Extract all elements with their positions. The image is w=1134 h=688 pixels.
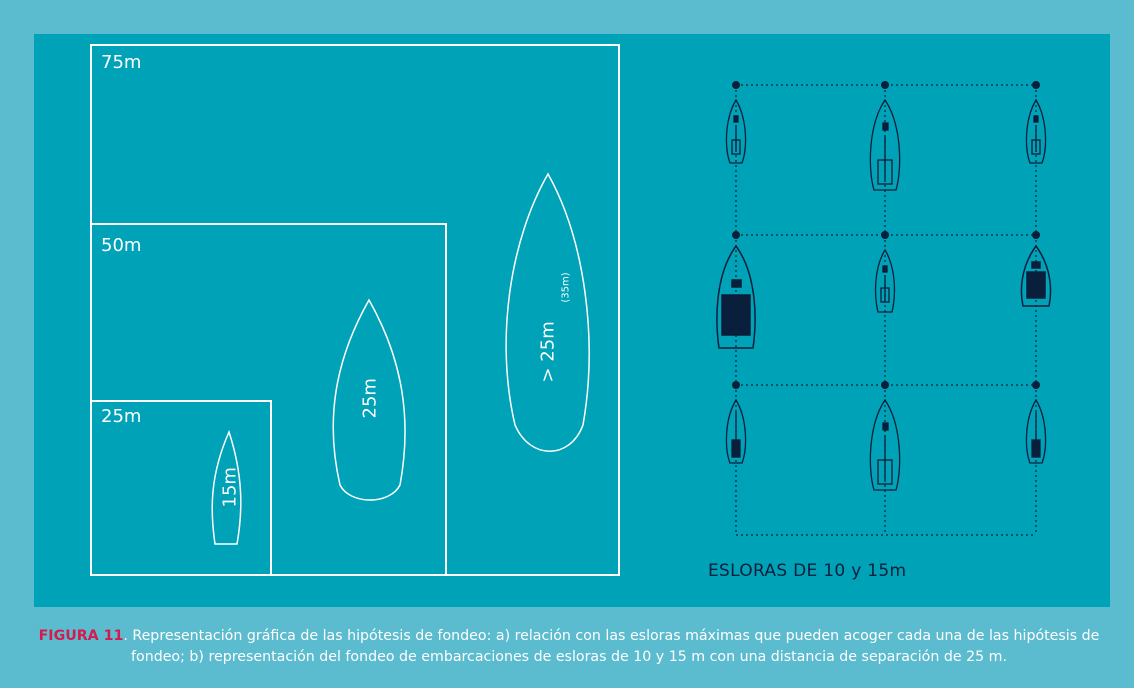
small-boat-icon <box>725 398 747 464</box>
figure-label: FIGURA 11 <box>38 628 124 644</box>
large-boat-icon <box>869 98 901 191</box>
small-boat-icon <box>1025 398 1047 464</box>
figure-caption: FIGURA 11. Representación gráfica de las… <box>10 626 1128 668</box>
square-75m-label: 75m <box>101 52 142 73</box>
mooring-point <box>732 381 740 389</box>
square-50m-label: 50m <box>101 235 142 256</box>
mooring-point <box>881 231 889 239</box>
boat-25m-outline <box>332 298 406 501</box>
mooring-point <box>1032 81 1040 89</box>
small-boat-icon <box>725 98 747 164</box>
mooring-point <box>1032 231 1040 239</box>
mooring-point <box>732 231 740 239</box>
small-boat-icon <box>874 248 896 313</box>
mooring-point <box>1032 381 1040 389</box>
esloras-title: ESLORAS DE 10 y 15m <box>708 561 907 581</box>
large-dark-boat-icon <box>716 244 756 349</box>
small-boat-icon <box>1025 98 1047 164</box>
large-boat-icon <box>869 398 901 491</box>
caption-text: . Representación gráfica de las hipótesi… <box>123 628 1100 665</box>
boat-35m-outline <box>505 172 590 452</box>
mooring-point <box>881 81 889 89</box>
square-25m <box>90 400 272 576</box>
medium-dark-boat-icon <box>1020 244 1052 307</box>
mooring-point <box>881 381 889 389</box>
mooring-point <box>732 81 740 89</box>
square-25m-label: 25m <box>101 406 142 427</box>
diagram-panel <box>34 34 1110 607</box>
boat-15m-outline <box>211 429 242 545</box>
